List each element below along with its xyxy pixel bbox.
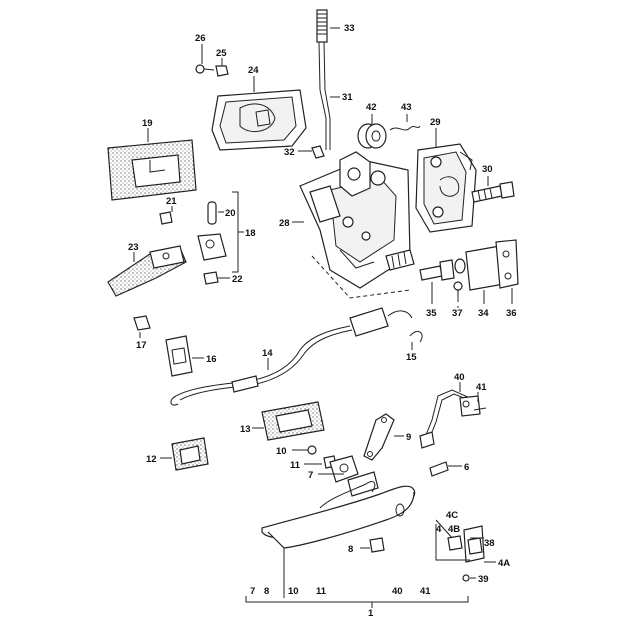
bottom-label-41: 41 [420, 586, 431, 597]
part-13-gasket [252, 401, 325, 441]
part-6-screw [429, 461, 462, 477]
bottom-label-11: 11 [316, 586, 327, 597]
label-36: 36 [506, 308, 517, 319]
label-6: 6 [464, 462, 469, 473]
label-25: 25 [216, 48, 227, 59]
part-19-seal-pad [107, 128, 197, 201]
label-4c: 4C [446, 510, 458, 521]
label-23: 23 [128, 242, 139, 253]
label-34: 34 [478, 308, 489, 319]
bottom-label-10: 10 [288, 586, 299, 597]
label-11: 11 [290, 460, 301, 471]
bottom-label-7: 7 [250, 586, 255, 597]
parts-18-22-hinge-pin [159, 191, 244, 285]
label-40: 40 [454, 372, 465, 383]
label-8: 8 [348, 544, 353, 555]
part-32-clip [298, 145, 325, 159]
label-10: 10 [276, 446, 287, 457]
label-4a: 4A [498, 558, 510, 569]
parts-34-37-plates [419, 239, 519, 308]
label-16: 16 [206, 354, 217, 365]
label-21: 21 [166, 196, 177, 207]
label-26: 26 [195, 33, 206, 44]
label-20: 20 [225, 208, 236, 219]
parts-4-series [435, 519, 496, 582]
label-29: 29 [430, 117, 441, 128]
label-39: 39 [478, 574, 489, 585]
label-14: 14 [262, 348, 273, 359]
label-43: 43 [401, 102, 412, 113]
label-30: 30 [482, 164, 493, 175]
part-24-handle-recess [211, 76, 307, 151]
parts-16-17-bracket [133, 315, 204, 377]
label-35: 35 [426, 308, 437, 319]
label-22: 22 [232, 274, 243, 285]
bottom-label-8: 8 [264, 586, 269, 597]
label-1: 1 [368, 608, 374, 619]
callout-labels: 33 31 26 25 24 42 43 19 29 32 30 21 20 2… [128, 23, 517, 619]
parts-42-43-bushing-spring [357, 114, 421, 149]
part-15-clip-ring [409, 330, 423, 350]
part-8-nut [360, 537, 385, 553]
label-31: 31 [342, 92, 353, 103]
label-13: 13 [240, 424, 251, 435]
label-15: 15 [406, 352, 417, 363]
part-1-outer-handle [261, 481, 416, 598]
part-23-small-handle [107, 245, 187, 297]
label-19: 19 [142, 118, 153, 129]
part-12-small-gasket [160, 437, 209, 471]
label-7: 7 [308, 470, 313, 481]
part-14-cable [170, 307, 413, 406]
label-42: 42 [366, 102, 377, 113]
label-9: 9 [406, 432, 411, 443]
part-30-bolt [471, 176, 515, 203]
label-38: 38 [484, 538, 495, 549]
label-18: 18 [245, 228, 256, 239]
label-4: 4 [436, 524, 442, 535]
label-33: 33 [344, 23, 355, 34]
part-28-lock-mechanism [292, 151, 415, 299]
parts-40-41-link-rod [419, 382, 487, 449]
label-4b: 4B [448, 524, 460, 535]
label-28: 28 [279, 218, 290, 229]
parts-25-26-screw-nut [195, 44, 229, 77]
bottom-reference-bracket [245, 596, 469, 608]
label-12: 12 [146, 454, 157, 465]
bottom-label-40: 40 [392, 586, 403, 597]
label-24: 24 [248, 65, 259, 76]
parts-7-10-11-lock-cylinder [292, 445, 379, 497]
part-9-lever [363, 413, 404, 461]
part-29-striker-plate [415, 128, 477, 233]
label-41: 41 [476, 382, 487, 393]
label-37: 37 [452, 308, 463, 319]
label-17: 17 [136, 340, 147, 351]
part-33-31-lock-rod [316, 9, 340, 150]
label-32: 32 [284, 147, 295, 158]
